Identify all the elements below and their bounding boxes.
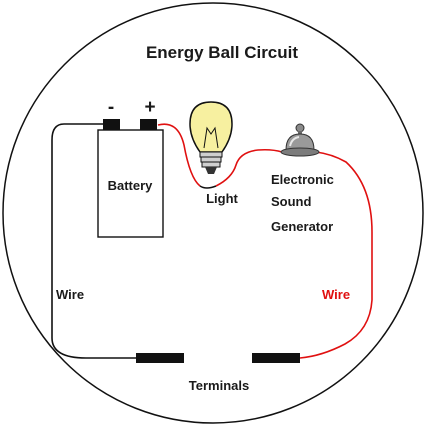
battery-body [97, 129, 164, 238]
energy-ball-outline [2, 2, 424, 424]
battery-positive-terminal [140, 119, 157, 130]
terminal-left [136, 353, 184, 363]
wire-right-label: Wire [322, 287, 350, 302]
terminal-right [252, 353, 300, 363]
wire-left-path [51, 123, 140, 359]
lightbulb-icon [189, 101, 233, 174]
bell-icon [280, 123, 320, 157]
light-label: Light [206, 191, 238, 206]
battery-negative-terminal [103, 119, 120, 130]
wire-positive-to-light-path [157, 123, 201, 187]
wire-right-path [299, 151, 373, 359]
wire-bulb-base-path [199, 185, 217, 189]
terminals-label: Terminals [189, 378, 249, 393]
sound-label-line1: Electronic [271, 172, 334, 187]
wire-light-to-sound-path [215, 148, 283, 187]
sound-label-line2: Sound [271, 194, 311, 209]
battery-positive-sign: + [144, 97, 155, 118]
diagram-title: Energy Ball Circuit [146, 43, 298, 62]
wire-left-label: Wire [56, 287, 84, 302]
battery-negative-sign: - [108, 97, 114, 118]
battery-label: Battery [108, 178, 154, 193]
sound-label-line3: Generator [271, 219, 333, 234]
